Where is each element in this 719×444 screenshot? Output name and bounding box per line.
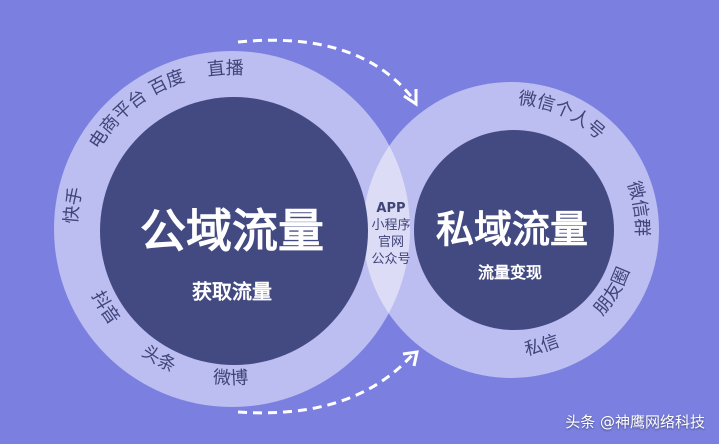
public-title: 公域流量 [140, 204, 324, 258]
public-subtitle: 获取流量 [192, 279, 272, 304]
watermark: 头条 @神鹰网络科技 [565, 413, 705, 431]
arrow-bottom-head-icon [402, 350, 419, 367]
overlap-item-app: APP [376, 201, 406, 216]
overlap-item-miniprogram: 小程序 [371, 218, 411, 233]
private-core [414, 130, 614, 330]
public-ring-label-live: 直播 [206, 58, 244, 81]
overlap-channel-list: APP 小程序 官网 公众号 [371, 200, 410, 268]
public-ring-label-weibo: 微博 [212, 367, 248, 389]
overlap-item-official-account: 公众号 [371, 252, 411, 267]
arrow-bottom-icon [237, 352, 416, 415]
arrow-top-icon [237, 38, 416, 101]
private-subtitle: 流量变现 [477, 263, 543, 282]
overlap-item-website: 官网 [377, 235, 405, 250]
arrow-top-head-icon [403, 89, 418, 107]
private-title: 私域流量 [435, 207, 589, 252]
public-core [100, 97, 368, 365]
